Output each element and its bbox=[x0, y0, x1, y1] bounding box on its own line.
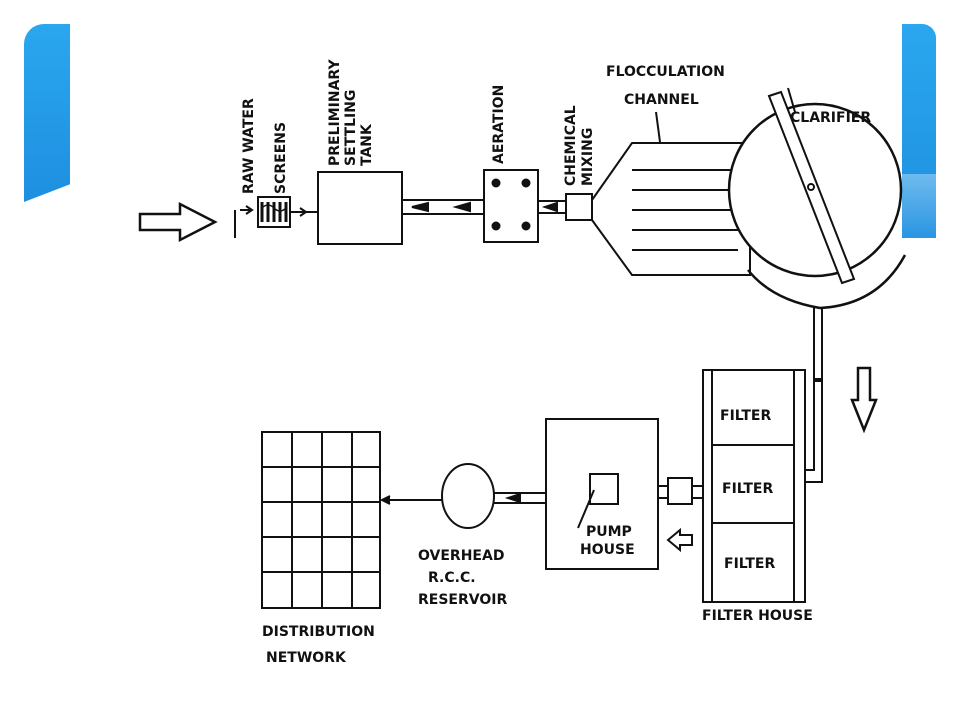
chemical-mixing-unit bbox=[565, 193, 593, 221]
left-flow-arrow bbox=[666, 527, 693, 553]
label-filter-1: FILTER bbox=[720, 408, 771, 424]
pipe-reservoir-distribution bbox=[379, 495, 442, 505]
pipe-aeration-chemical bbox=[538, 200, 566, 214]
label-network: NETWORK bbox=[266, 650, 347, 666]
aeration-unit bbox=[483, 169, 539, 243]
label-filter-3: FILTER bbox=[724, 556, 775, 572]
label-channel: CHANNEL bbox=[624, 92, 699, 108]
label-flocculation: FLOCCULATION bbox=[606, 64, 725, 80]
raw-water-inlet bbox=[234, 205, 254, 238]
label-reservoir: RESERVOIR bbox=[418, 592, 507, 608]
slide-accent-right bbox=[902, 24, 936, 238]
pipe-clarifier-filter bbox=[805, 308, 823, 483]
label-mixing: MIXING bbox=[580, 128, 596, 186]
label-overhead: OVERHEAD bbox=[418, 548, 504, 564]
label-filter-house: FILTER HOUSE bbox=[702, 608, 813, 624]
clarifier bbox=[727, 87, 907, 310]
label-chemical: CHEMICAL bbox=[563, 105, 579, 186]
distribution-network-grid bbox=[261, 431, 381, 609]
pipe-settling-aeration bbox=[402, 199, 484, 215]
overhead-reservoir bbox=[441, 463, 495, 529]
settling-tank bbox=[317, 171, 403, 245]
label-settling-1: PRELIMINARY bbox=[327, 59, 343, 166]
accent-shine bbox=[902, 174, 936, 238]
label-settling-3: TANK bbox=[359, 123, 375, 166]
label-rcc: R.C.C. bbox=[428, 570, 476, 586]
down-flow-arrow bbox=[850, 366, 878, 434]
screens-unit bbox=[257, 196, 318, 228]
pump-house bbox=[545, 418, 659, 570]
inlet-arrow bbox=[138, 201, 218, 243]
label-raw-water: RAW WATER bbox=[241, 98, 257, 194]
label-screens: SCREENS bbox=[273, 122, 289, 194]
label-distribution: DISTRIBUTION bbox=[262, 624, 375, 640]
pipe-pump-reservoir bbox=[492, 492, 546, 504]
slide-accent-left bbox=[24, 24, 70, 202]
label-settling-2: SETTLING bbox=[343, 90, 359, 166]
label-clarifier: CLARIFIER bbox=[790, 110, 871, 126]
label-aeration: AERATION bbox=[491, 85, 507, 164]
label-house: HOUSE bbox=[580, 542, 635, 558]
filter-house bbox=[702, 369, 806, 603]
flocculation-channel bbox=[591, 111, 751, 276]
label-filter-2: FILTER bbox=[722, 481, 773, 497]
pipe-filter-pump bbox=[658, 477, 703, 505]
label-pump: PUMP bbox=[586, 524, 632, 540]
